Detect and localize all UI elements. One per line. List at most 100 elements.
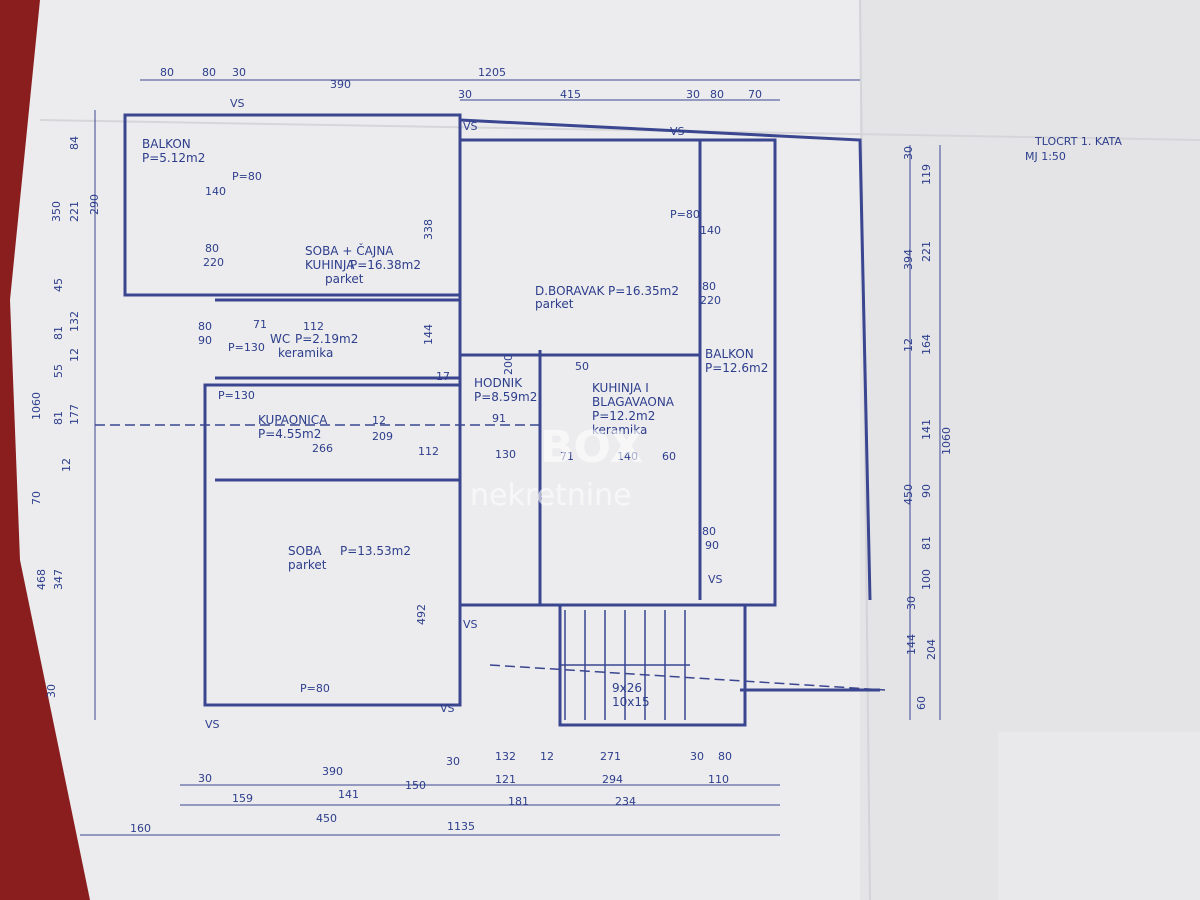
- dim-left: 70: [30, 491, 43, 505]
- dim-top: 80: [710, 88, 724, 101]
- dim-top: 70: [748, 88, 762, 101]
- room-balkon-1-name: BALKON: [142, 137, 191, 151]
- dim-left: 132: [68, 311, 81, 332]
- label-200: 200: [502, 354, 515, 375]
- room-wc-name: WC: [270, 332, 290, 346]
- dim-left: 347: [52, 569, 65, 590]
- room-balkon-1-area: P=5.12m2: [142, 151, 205, 165]
- label-80-1: 80: [205, 242, 219, 255]
- label-71-1: 71: [253, 318, 267, 331]
- plan-title: TLOCRT 1. KATA: [1034, 135, 1122, 148]
- dim-top: 80: [202, 66, 216, 79]
- room-balkon-2-name: BALKON: [705, 347, 754, 361]
- dim-right: 164: [920, 334, 933, 355]
- dim-left: 1060: [30, 392, 43, 420]
- room-kuhinja-area: P=12.2m2: [592, 409, 655, 423]
- dim-left: 350: [50, 201, 63, 222]
- room-hodnik-name: HODNIK: [474, 376, 523, 390]
- label-140-3: 140: [617, 450, 638, 463]
- dim-left: 221: [68, 201, 81, 222]
- label-338: 338: [422, 219, 435, 240]
- dim-top: 80: [160, 66, 174, 79]
- room-soba-2-floor: parket: [288, 558, 327, 572]
- blank-overlay: [998, 732, 1200, 900]
- room-soba-1-name2: KUHINJA: [305, 258, 355, 272]
- vs-marker: VS: [708, 573, 723, 586]
- label-144: 144: [422, 324, 435, 345]
- label-80-4: 80: [702, 525, 716, 538]
- vs-marker: VS: [205, 718, 220, 731]
- label-220-1: 220: [203, 256, 224, 269]
- dim-bottom: 12: [540, 750, 554, 763]
- right-dimensions: 30 119 394 221 12 164 141 1060 450 90 81…: [902, 146, 953, 710]
- dim-top: 415: [560, 88, 581, 101]
- dim-right: 100: [920, 569, 933, 590]
- watermark-brand: BOX: [540, 422, 643, 473]
- vs-marker: VS: [463, 618, 478, 631]
- label-p80-1: P=80: [232, 170, 262, 183]
- dim-top: 1205: [478, 66, 506, 79]
- label-266: 266: [312, 442, 333, 455]
- dim-top: 390: [330, 78, 351, 91]
- dim-top: 30: [458, 88, 472, 101]
- label-80-3: 80: [198, 320, 212, 333]
- walls: [123, 113, 880, 727]
- room-hodnik-area: P=8.59m2: [474, 390, 537, 404]
- vs-marker: VS: [670, 125, 685, 138]
- dim-bottom: 271: [600, 750, 621, 763]
- label-140-1: 140: [205, 185, 226, 198]
- dim-left: 12: [60, 458, 73, 472]
- dim-bottom: 159: [232, 792, 253, 805]
- label-17: 17: [436, 370, 450, 383]
- dim-left: 55: [52, 364, 65, 378]
- room-boravak-name: D.BORAVAK: [535, 284, 605, 298]
- room-kuhinja-name: KUHINJA I: [592, 381, 649, 395]
- label-112-1: 112: [303, 320, 324, 333]
- plan-scale: MJ 1:50: [1025, 150, 1066, 163]
- dim-right: 119: [920, 164, 933, 185]
- dim-right: 90: [920, 484, 933, 498]
- dim-bottom: 1135: [447, 820, 475, 833]
- dim-bottom: 450: [316, 812, 337, 825]
- room-wc-floor: keramika: [278, 346, 333, 360]
- label-130: 130: [495, 448, 516, 461]
- dim-left: 177: [68, 404, 81, 425]
- dim-left: 81: [52, 326, 65, 340]
- dim-right: 221: [920, 241, 933, 262]
- label-112-2: 112: [418, 445, 439, 458]
- label-71-2: 71: [560, 450, 574, 463]
- section-line-2: [489, 664, 886, 691]
- label-91: 91: [492, 412, 506, 425]
- label-220-2: 220: [700, 294, 721, 307]
- dim-bottom: 294: [602, 773, 623, 786]
- stairs: [560, 610, 690, 720]
- dim-bottom: 234: [615, 795, 636, 808]
- room-soba-1-name: SOBA + ČAJNA: [305, 243, 394, 258]
- dim-left: 12: [68, 348, 81, 362]
- room-balkon-2-area: P=12.6m2: [705, 361, 768, 375]
- dim-right: 1060: [940, 427, 953, 455]
- vs-marker: VS: [230, 97, 245, 110]
- label-90-2: 90: [705, 539, 719, 552]
- dim-left: 30: [45, 684, 58, 698]
- dim-left: 468: [35, 569, 48, 590]
- dim-bottom: 181: [508, 795, 529, 808]
- vs-marker: VS: [463, 120, 478, 133]
- dim-right: 60: [915, 696, 928, 710]
- room-kuhinja-floor: keramika: [592, 423, 647, 437]
- dim-bottom: 160: [130, 822, 151, 835]
- dim-right: 30: [902, 146, 915, 160]
- room-wc-area: P=2.19m2: [295, 332, 358, 346]
- label-80-2: 80: [702, 280, 716, 293]
- vs-marker: VS: [440, 702, 455, 715]
- label-492: 492: [415, 604, 428, 625]
- paper-fold: [39, 119, 1200, 141]
- label-p80-3: P=80: [300, 682, 330, 695]
- dim-bottom: 150: [405, 779, 426, 792]
- dim-bottom: 80: [718, 750, 732, 763]
- dim-right: 394: [902, 249, 915, 270]
- label-90-1: 90: [198, 334, 212, 347]
- room-soba-2-name: SOBA: [288, 544, 322, 558]
- room-boravak-area: P=16.35m2: [608, 284, 679, 298]
- stairs-label-2: 10x15: [612, 695, 650, 709]
